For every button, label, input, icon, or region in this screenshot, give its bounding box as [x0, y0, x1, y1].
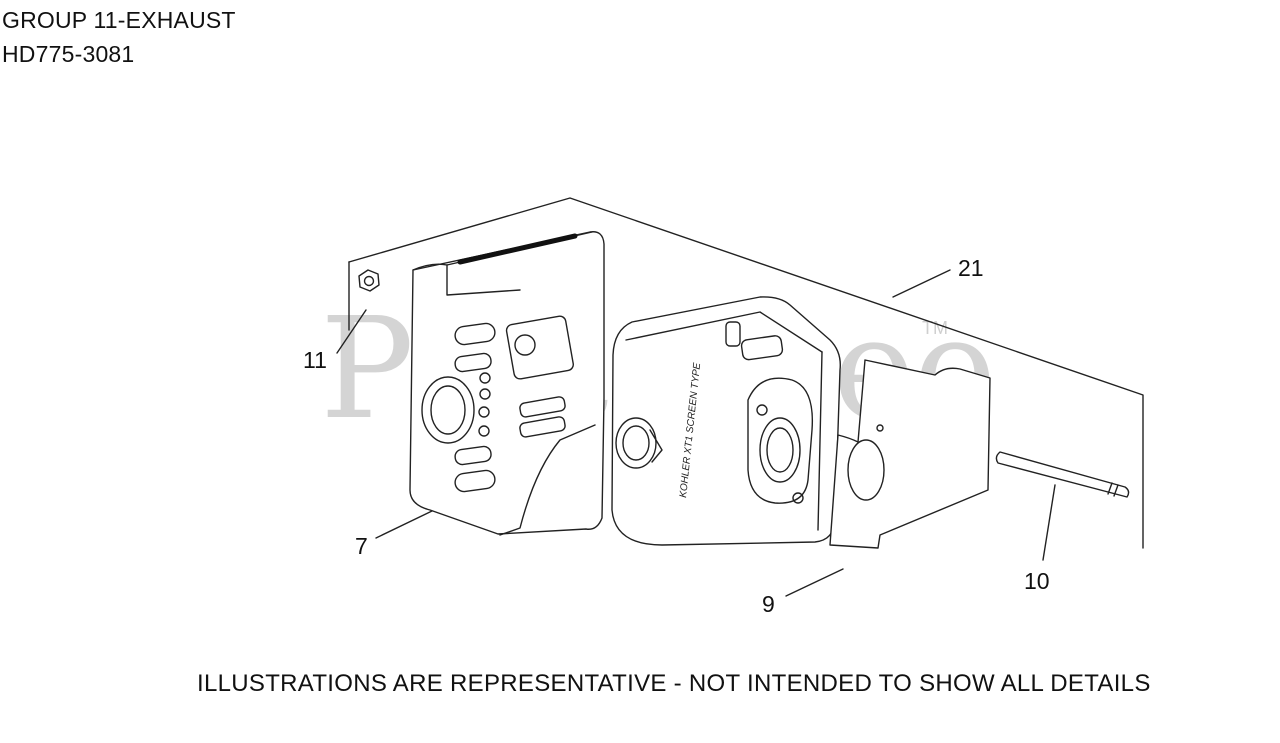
disclaimer-footer: ILLUSTRATIONS ARE REPRESENTATIVE - NOT I… [197, 670, 1151, 697]
callout-7[interactable]: 7 [355, 533, 368, 559]
part-10-stud [995, 451, 1130, 498]
part-muffler [611, 296, 841, 546]
watermark-trademark: TM [922, 318, 948, 338]
callout-11[interactable]: 11 [303, 347, 327, 373]
part-9-gasket [829, 359, 991, 549]
leader-9 [785, 568, 844, 597]
leader-11 [336, 309, 367, 354]
group-title: GROUP 11-EXHAUST [2, 7, 236, 33]
group-21-outline [348, 197, 1144, 549]
callout-10[interactable]: 10 [1024, 568, 1050, 594]
part-7-heat-shield [409, 231, 605, 536]
leader-7 [375, 510, 433, 539]
callout-21[interactable]: 21 [958, 255, 984, 281]
model-number: HD775-3081 [2, 41, 135, 67]
leader-21 [892, 269, 951, 298]
part-11-nut [358, 269, 380, 292]
callout-9[interactable]: 9 [762, 591, 775, 617]
leader-10 [1042, 484, 1056, 561]
